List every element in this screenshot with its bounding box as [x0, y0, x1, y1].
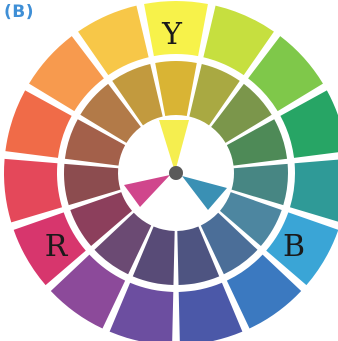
- middle-ring-segment: [155, 61, 197, 116]
- center-dot: [169, 166, 183, 180]
- primary-letter-red: R: [45, 229, 69, 264]
- outer-ring-segment: [290, 159, 338, 223]
- inner-triangles: [124, 120, 227, 210]
- yellow-primary-triangle: [159, 120, 189, 172]
- primary-letter-yellow: Y: [161, 17, 183, 52]
- primary-letter-blue: B: [283, 229, 305, 264]
- outer-ring-segment: [4, 159, 62, 223]
- blue-primary-triangle: [182, 176, 227, 210]
- red-primary-triangle: [124, 175, 170, 207]
